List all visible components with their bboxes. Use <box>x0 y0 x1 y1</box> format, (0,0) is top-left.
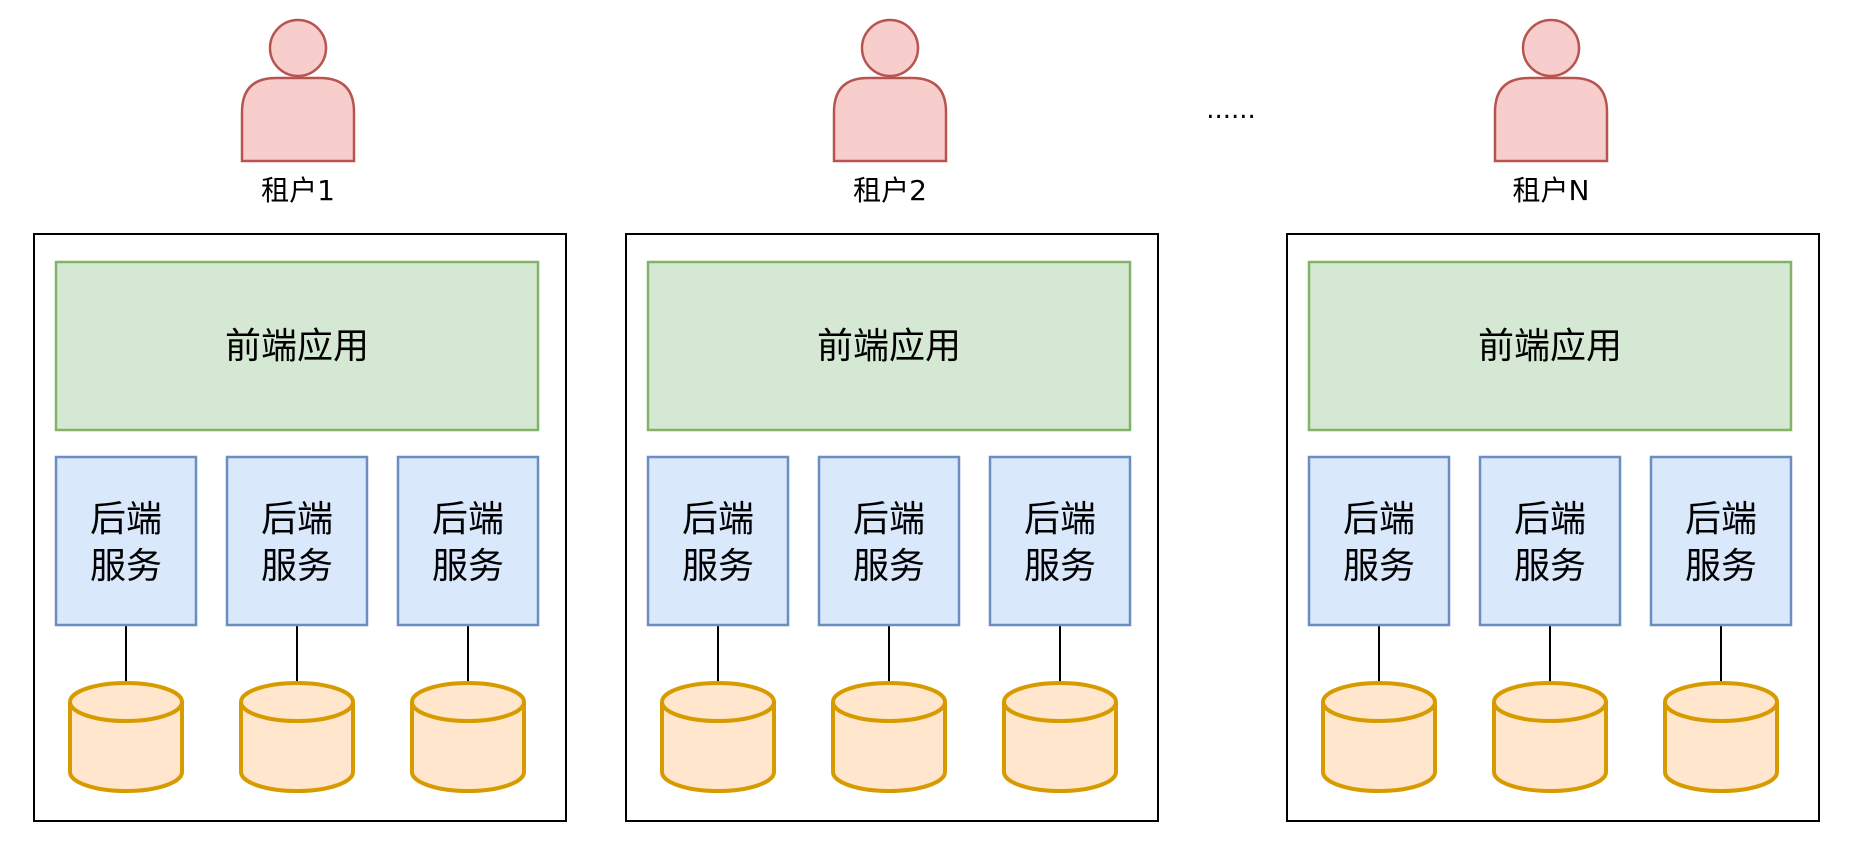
backend-label-line2: 服务 <box>261 546 333 587</box>
database-icon <box>1492 681 1608 793</box>
backend-label-line2: 服务 <box>682 546 754 587</box>
database-icon <box>68 681 184 793</box>
database-body <box>239 681 355 793</box>
person-icon <box>832 18 948 163</box>
ellipsis-text: ...... <box>1206 95 1256 125</box>
backend-box <box>646 455 790 627</box>
database-body <box>1002 681 1118 793</box>
frontend-box <box>646 260 1132 432</box>
person-icon <box>1493 18 1609 163</box>
database-rim <box>660 701 776 723</box>
database-rim <box>1321 701 1437 723</box>
person-icon <box>240 18 356 163</box>
backend-label-line1: 后端 <box>853 499 925 540</box>
person-body <box>240 76 356 163</box>
backend-label-line2: 服务 <box>90 546 162 587</box>
backend-box <box>988 455 1132 627</box>
backend-box <box>1478 455 1622 627</box>
database-icon <box>1002 681 1118 793</box>
person-head <box>268 18 328 78</box>
database-body <box>660 681 776 793</box>
backend-box <box>396 455 540 627</box>
frontend-box <box>54 260 540 432</box>
backend-label-line1: 后端 <box>682 499 754 540</box>
database-body <box>410 681 526 793</box>
backend-label-line1: 后端 <box>1024 499 1096 540</box>
tenant-container <box>33 233 567 822</box>
tenant-name: 租户N <box>1513 174 1590 207</box>
backend-box <box>1649 455 1793 627</box>
person-head <box>1521 18 1581 78</box>
backend-label-line2: 服务 <box>432 546 504 587</box>
database-rim <box>1002 701 1118 723</box>
database-body <box>1663 681 1779 793</box>
database-rim <box>1663 701 1779 723</box>
database-rim <box>831 701 947 723</box>
backend-label-line1: 后端 <box>261 499 333 540</box>
database-icon <box>410 681 526 793</box>
frontend-label: 前端应用 <box>1478 326 1622 367</box>
database-rim <box>410 701 526 723</box>
database-icon <box>1321 681 1437 793</box>
backend-label-line1: 后端 <box>90 499 162 540</box>
backend-label-line1: 后端 <box>1514 499 1586 540</box>
tenant-name: 租户1 <box>261 174 335 207</box>
frontend-box <box>1307 260 1793 432</box>
backend-label-line2: 服务 <box>1024 546 1096 587</box>
backend-box <box>817 455 961 627</box>
database-body <box>1492 681 1608 793</box>
backend-label-line1: 后端 <box>432 499 504 540</box>
backend-label-line2: 服务 <box>853 546 925 587</box>
person-body <box>1493 76 1609 163</box>
database-icon <box>1663 681 1779 793</box>
backend-label-line2: 服务 <box>1685 546 1757 587</box>
backend-label-line1: 后端 <box>1685 499 1757 540</box>
tenant-name: 租户2 <box>853 174 927 207</box>
database-body <box>1321 681 1437 793</box>
database-icon <box>239 681 355 793</box>
tenant-container <box>625 233 1159 822</box>
backend-box <box>54 455 198 627</box>
database-rim <box>68 701 184 723</box>
database-rim <box>239 701 355 723</box>
database-body <box>831 681 947 793</box>
backend-box <box>1307 455 1451 627</box>
backend-box <box>225 455 369 627</box>
frontend-label: 前端应用 <box>817 326 961 367</box>
person-head <box>860 18 920 78</box>
database-body <box>68 681 184 793</box>
backend-label-line2: 服务 <box>1343 546 1415 587</box>
database-rim <box>1492 701 1608 723</box>
person-body <box>832 76 948 163</box>
database-icon <box>660 681 776 793</box>
tenant-container <box>1286 233 1820 822</box>
frontend-label: 前端应用 <box>225 326 369 367</box>
database-icon <box>831 681 947 793</box>
backend-label-line2: 服务 <box>1514 546 1586 587</box>
backend-label-line1: 后端 <box>1343 499 1415 540</box>
